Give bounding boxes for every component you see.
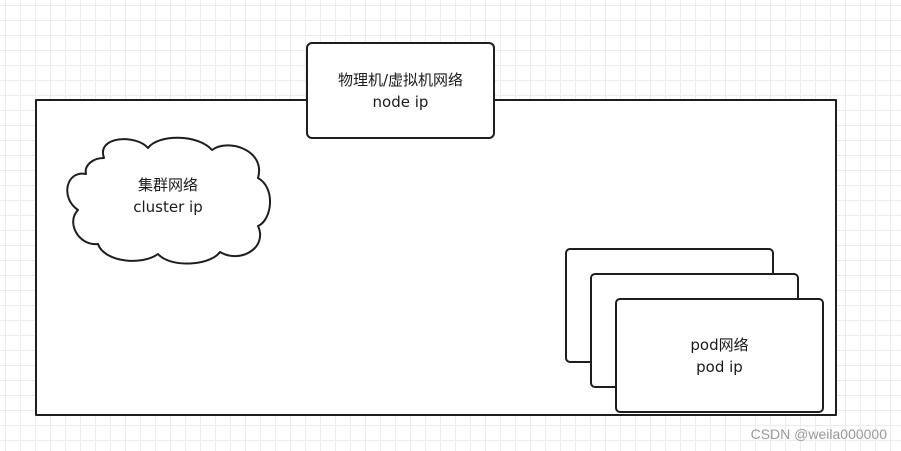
csdn-watermark: CSDN @weila000000: [750, 426, 887, 442]
cluster-network-label: 集群网络 cluster ip: [96, 174, 240, 218]
cluster-network-subtitle: cluster ip: [133, 198, 203, 216]
cluster-network-title: 集群网络: [137, 176, 198, 194]
node-network-title: 物理机/虚拟机网络: [337, 70, 464, 89]
cloud-shape: [66, 136, 272, 265]
cluster-network-cloud: [66, 136, 272, 265]
pod-network-subtitle: pod ip: [696, 357, 743, 376]
pod-network-title: pod网络: [690, 335, 749, 354]
node-network-subtitle: node ip: [372, 92, 429, 111]
pod-network-box: pod网络 pod ip: [615, 298, 824, 413]
node-network-box: 物理机/虚拟机网络 node ip: [306, 42, 495, 139]
